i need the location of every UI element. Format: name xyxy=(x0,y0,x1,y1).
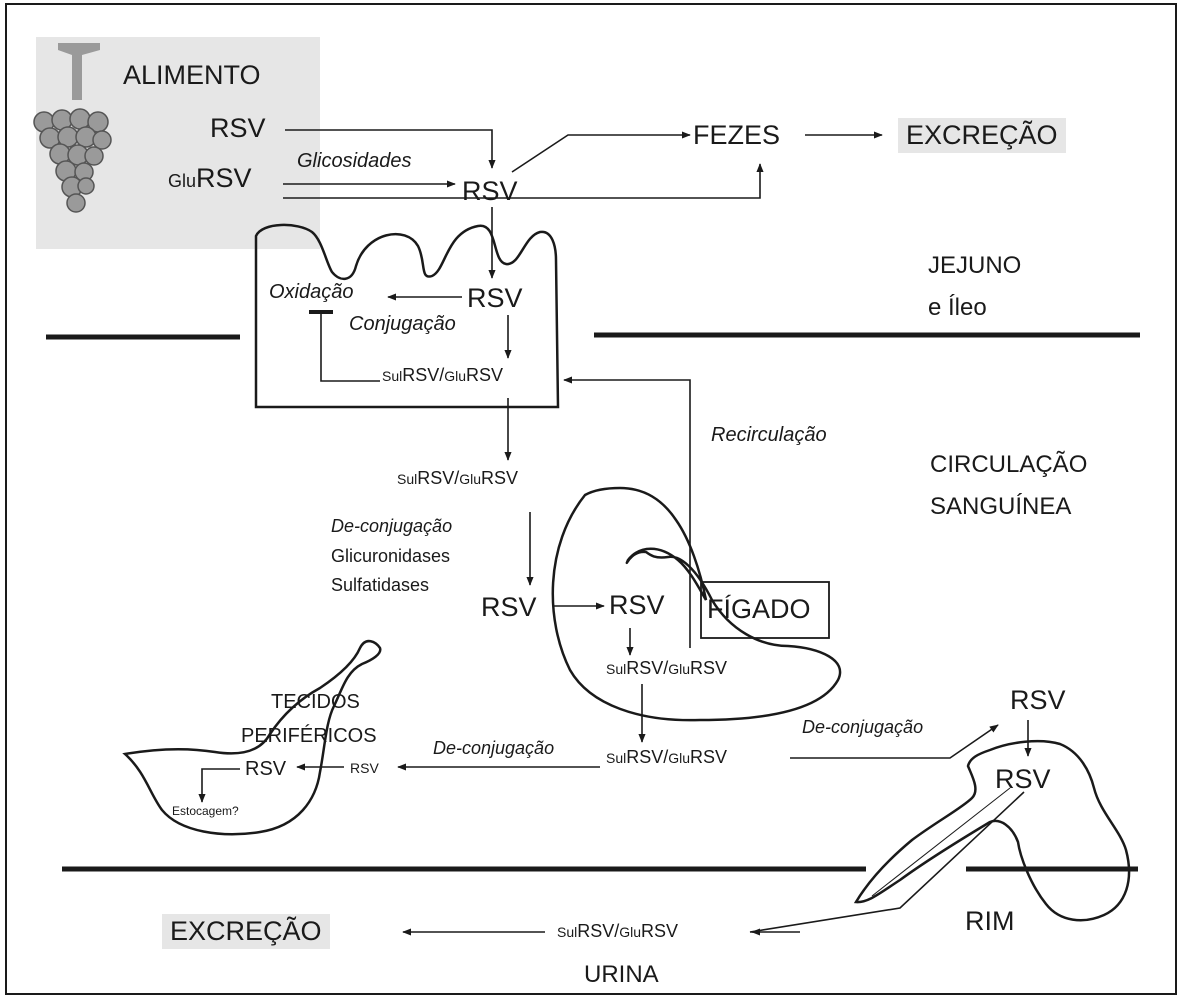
label-glicosidades: Glicosidades xyxy=(297,150,412,172)
label-rsv-kidney: RSV xyxy=(995,764,1051,794)
enterocyte-outline xyxy=(254,223,560,409)
label-rsv-entero: RSV xyxy=(467,283,523,313)
arrow-recirculacao xyxy=(563,376,691,648)
tissue-outline xyxy=(122,639,382,836)
label-deconj-3: De-conjugação xyxy=(802,717,924,737)
arrow-deconj-kidney xyxy=(790,724,999,759)
label-deconj-2: De-conjugação xyxy=(433,738,555,758)
label-excrecao-bottom: EXCREÇÃO xyxy=(162,914,330,949)
grape-icon xyxy=(33,43,112,213)
label-rsv-liver: RSV xyxy=(609,590,665,620)
label-oxidacao: Oxidação xyxy=(269,281,354,303)
label-glursv-food: GluRSV xyxy=(168,165,252,192)
figado-box xyxy=(700,581,830,639)
label-rsv-small: RSV xyxy=(350,760,379,776)
label-blood-conj: SulRSV/GluRSV xyxy=(397,468,519,488)
label-rsv-kidney-top: RSV xyxy=(1010,685,1066,715)
label-rsv-blood: RSV xyxy=(481,592,537,622)
label-deconj-1: De-conjugação xyxy=(331,516,453,536)
label-rsv-tissue: RSV xyxy=(245,758,287,780)
label-entero-conj: SulRSV/GluRSV xyxy=(382,365,504,385)
ureter xyxy=(871,787,1011,897)
frame xyxy=(5,3,1177,995)
arrow-estocagem xyxy=(198,768,240,803)
arrow-lumen-fezes xyxy=(511,131,691,173)
label-liver-conj: SulRSV/GluRSV xyxy=(606,658,728,678)
label-glicuronidases: Glicuronidases xyxy=(331,546,451,566)
kidney-outline xyxy=(853,739,1131,922)
label-rsv-food: RSV xyxy=(210,113,266,143)
connectors xyxy=(198,129,1032,936)
label-central-conj: SulRSV/GluRSV xyxy=(606,747,728,767)
inhibition-line xyxy=(320,312,380,382)
label-alimento: ALIMENTO xyxy=(123,60,261,90)
rsv-suffix: RSV xyxy=(196,163,252,193)
label-conjugacao: Conjugação xyxy=(349,313,456,335)
label-sulfatidases: Sulfatidases xyxy=(331,575,430,595)
label-urine-conj: SulRSV/GluRSV xyxy=(557,921,679,941)
label-perifericos: PERIFÉRICOS xyxy=(241,725,377,747)
arrow-glursv-fezes xyxy=(283,163,764,199)
label-excrecao-top: EXCREÇÃO xyxy=(898,118,1066,153)
label-circulacao: CIRCULAÇÃO xyxy=(930,451,1088,478)
label-rsv-lumen: RSV xyxy=(462,176,518,206)
label-jejuno: JEJUNO xyxy=(928,252,1022,279)
label-fezes: FEZES xyxy=(693,120,781,150)
label-urina: URINA xyxy=(584,961,659,988)
label-sanguinea: SANGUÍNEA xyxy=(930,493,1072,520)
label-rim: RIM xyxy=(965,906,1015,936)
label-recirculacao: Recirculação xyxy=(711,424,827,446)
label-tecidos: TECIDOS xyxy=(271,691,360,713)
label-ileo: e Íleo xyxy=(928,294,987,321)
glu-prefix: Glu xyxy=(168,171,197,191)
label-figado: FÍGADO xyxy=(707,594,811,624)
arrow-food-rsv xyxy=(285,129,496,169)
label-estocagem: Estocagem? xyxy=(172,804,239,818)
